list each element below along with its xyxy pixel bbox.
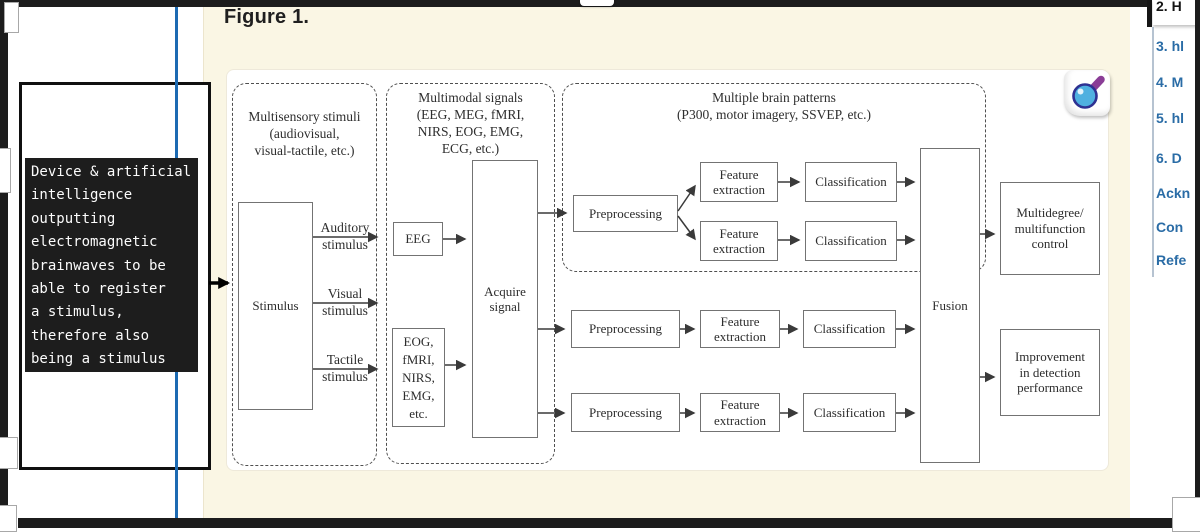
outline-active-chip[interactable]: 2. H — [1153, 0, 1200, 25]
feature-extraction-box-4: Feature extraction — [700, 393, 780, 432]
outline-item-4[interactable]: 4. M — [1156, 74, 1184, 90]
feature-extraction-box-1: Feature extraction — [700, 162, 778, 202]
frame-left-strip — [0, 0, 8, 528]
feature-extraction-box-3: Feature extraction — [700, 310, 780, 348]
outline-divider — [1152, 27, 1154, 277]
frame-right-strip — [1195, 0, 1200, 497]
outline-item-2[interactable]: 2. H — [1156, 0, 1182, 14]
stimulus-box: Stimulus — [238, 202, 313, 410]
frame-top-tab — [580, 0, 614, 6]
classification-box-2: Classification — [805, 221, 897, 261]
group-multisensory-title: Multisensory stimuli (audiovisual, visua… — [248, 109, 361, 158]
acquire-signal-box: Acquire signal — [472, 160, 538, 438]
preprocessing-box-3: Preprocessing — [571, 393, 680, 432]
frame-notch-bottom-right — [1172, 497, 1200, 532]
group-brain-patterns: Multiple brain patterns (P300, motor ima… — [562, 83, 986, 272]
figure-zoom-button[interactable] — [1064, 70, 1110, 116]
visual-stimulus-label: Visual stimulus — [322, 286, 368, 318]
outline-item-3[interactable]: 3. hl — [1156, 38, 1185, 54]
classification-box-3: Classification — [803, 310, 896, 348]
eog-fmri-nirs-emg-box: EOG, fMRI, NIRS, EMG, etc. — [392, 328, 445, 427]
classification-box-4: Classification — [803, 393, 896, 432]
tactile-stimulus-label: Tactile stimulus — [322, 352, 368, 384]
preprocessing-box-2: Preprocessing — [571, 310, 680, 348]
multidegree-control-box: Multidegree/ multifunction control — [1000, 182, 1100, 275]
preprocessing-box-1: Preprocessing — [573, 195, 678, 232]
eeg-box: EEG — [393, 222, 443, 256]
improvement-box: Improvement in detection performance — [1000, 329, 1100, 416]
fusion-box: Fusion — [920, 148, 980, 463]
frame-notch-bottom-left — [0, 437, 18, 469]
frame-notch-top-left — [4, 2, 19, 33]
scrollbar-thumb[interactable] — [1147, 0, 1152, 27]
group-multimodal-title: Multimodal signals (EEG, MEG, fMRI, NIRS… — [416, 90, 525, 156]
classification-box-1: Classification — [805, 162, 897, 202]
outline-item-references[interactable]: Refe — [1156, 252, 1187, 268]
figure-title: Figure 1. — [224, 6, 310, 28]
frame-notch-mid-left — [0, 148, 11, 193]
magnifier-icon — [1072, 75, 1105, 109]
annotation-note: Device & artificial intelligence outputt… — [25, 158, 198, 372]
group-multisensory-stimuli: Multisensory stimuli (audiovisual, visua… — [232, 83, 377, 466]
outline-item-6[interactable]: 6. D — [1156, 150, 1182, 166]
frame-bottom-bar — [18, 518, 1172, 528]
feature-extraction-box-2: Feature extraction — [700, 221, 778, 261]
frame-top-bar — [8, 0, 1147, 7]
outline-item-5[interactable]: 5. hl — [1156, 110, 1185, 126]
article-outline-sidebar: 2. H 3. hl 4. M 5. hl 6. D Ackn Con Refe — [1130, 0, 1200, 528]
outline-item-conflicts[interactable]: Con — [1156, 219, 1184, 235]
auditory-stimulus-label: Auditory stimulus — [320, 220, 370, 252]
outline-item-acknowledgments[interactable]: Ackn — [1156, 185, 1191, 201]
group-multimodal-signals: Multimodal signals (EEG, MEG, fMRI, NIRS… — [386, 83, 555, 464]
group-brain-patterns-title: Multiple brain patterns (P300, motor ima… — [676, 90, 872, 122]
